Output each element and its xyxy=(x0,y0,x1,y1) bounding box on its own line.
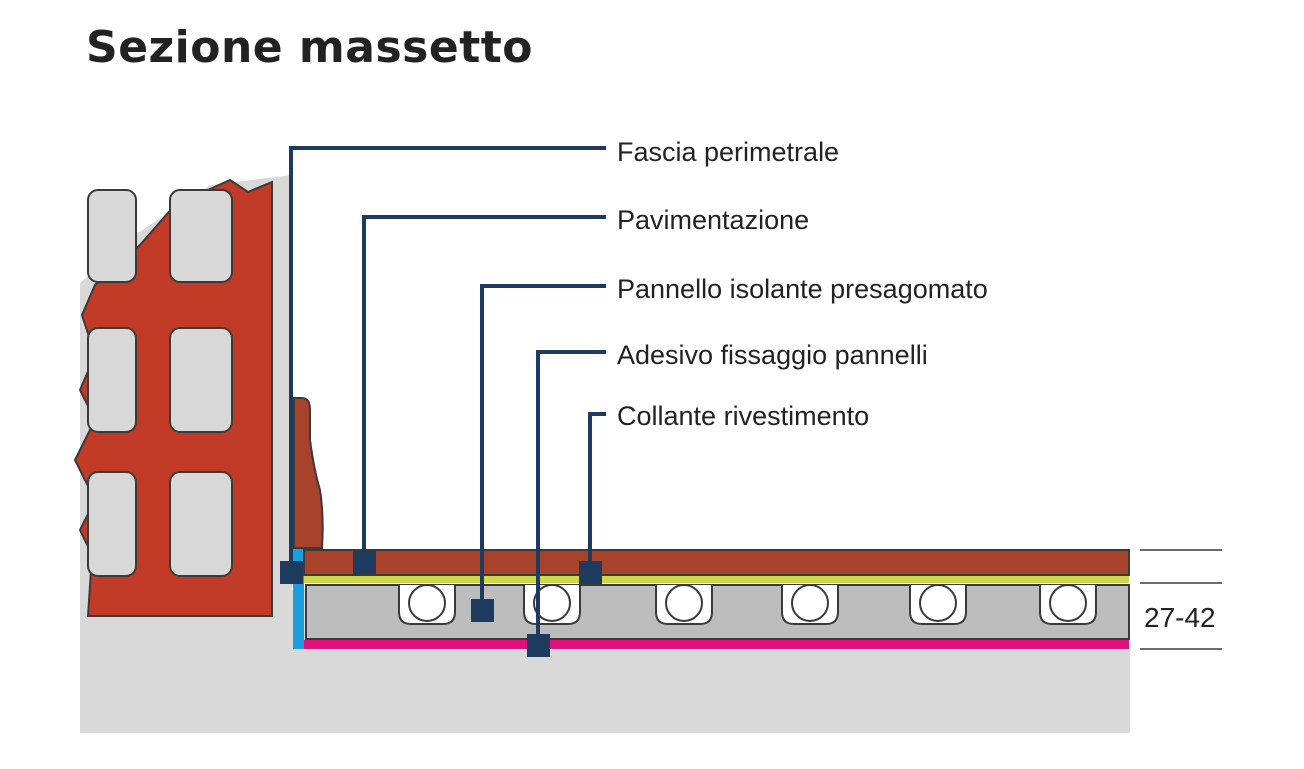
leader-collante xyxy=(588,412,606,572)
marker-collante xyxy=(579,561,602,584)
marker-fascia xyxy=(280,561,303,584)
adhesive-layer xyxy=(304,576,1129,583)
leader-pavimentazione xyxy=(362,215,606,562)
pipe xyxy=(909,584,967,625)
membrane-layer xyxy=(304,640,1129,649)
leader-fascia xyxy=(289,146,606,572)
label-collante-rivestimento: Collante rivestimento xyxy=(617,401,869,431)
pipe xyxy=(781,584,839,625)
leader-lines xyxy=(289,146,606,645)
marker-pannello xyxy=(471,599,494,622)
label-pavimentazione: Pavimentazione xyxy=(617,205,809,235)
label-collante-word: Collante xyxy=(617,401,716,431)
flooring-layer xyxy=(303,549,1130,576)
diagram-title: Sezione massetto xyxy=(86,22,533,73)
dimension-value: 27-42 xyxy=(1144,602,1216,633)
marker-adesivo xyxy=(527,634,550,657)
pipe xyxy=(523,584,581,625)
leader-adesivo xyxy=(536,350,606,645)
pipe xyxy=(398,584,456,625)
label-rivestimento-word: rivestimento xyxy=(724,401,870,431)
leader-pannello xyxy=(480,284,606,610)
brick-holes xyxy=(87,189,233,577)
skirting-board xyxy=(293,397,324,549)
pipe xyxy=(655,584,713,625)
label-fascia-perimetrale: Fascia perimetrale xyxy=(617,137,839,167)
perimeter-band xyxy=(293,549,304,649)
label-adesivo-fissaggio: Adesivo fissaggio pannelli xyxy=(617,340,928,370)
label-pannello-isolante: Pannello isolante presagomato xyxy=(617,274,988,304)
concrete-base xyxy=(80,590,1130,733)
dimension-lines xyxy=(1140,549,1222,650)
marker-pavimentazione xyxy=(353,551,376,574)
pipe xyxy=(1039,584,1097,625)
leader-markers xyxy=(280,551,602,657)
